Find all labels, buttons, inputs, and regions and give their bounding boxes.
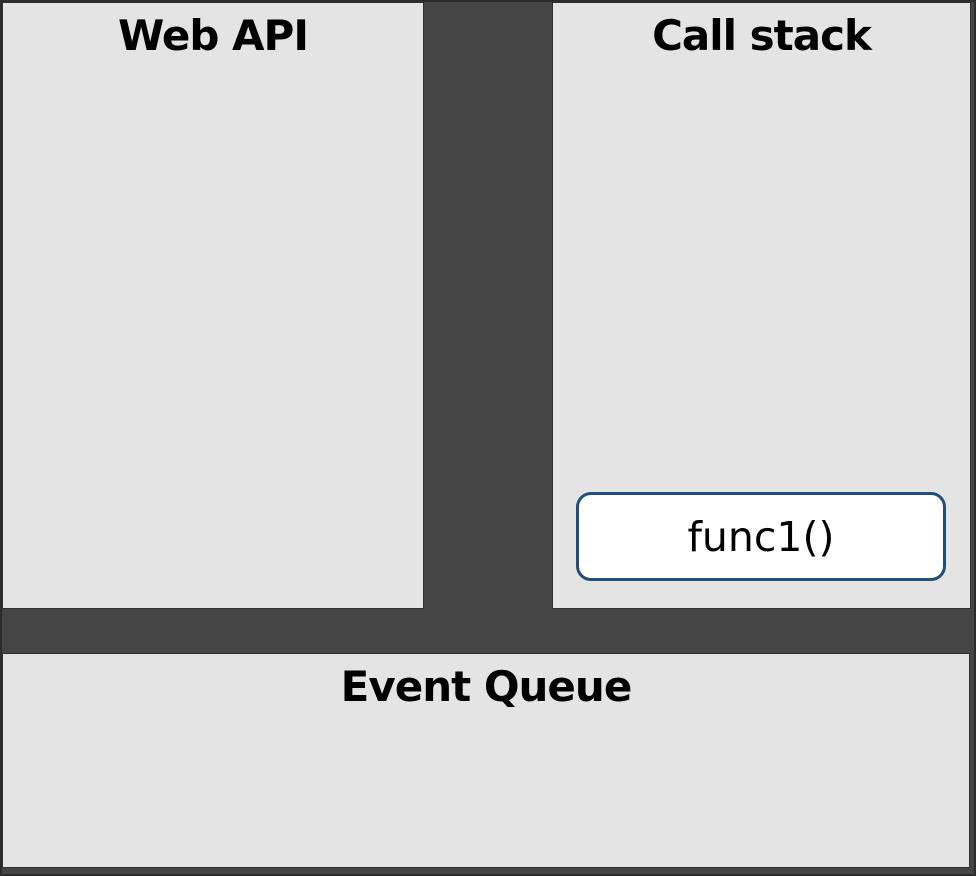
event-queue-title: Event Queue	[340, 662, 633, 711]
stack-frame-func1: func1()	[576, 492, 946, 581]
event-queue-panel: Event Queue	[2, 653, 970, 868]
web-api-panel: Web API	[2, 2, 424, 609]
call-stack-title: Call stack	[652, 11, 872, 60]
call-stack-panel: Call stack func1()	[552, 2, 971, 609]
web-api-title: Web API	[118, 11, 309, 60]
